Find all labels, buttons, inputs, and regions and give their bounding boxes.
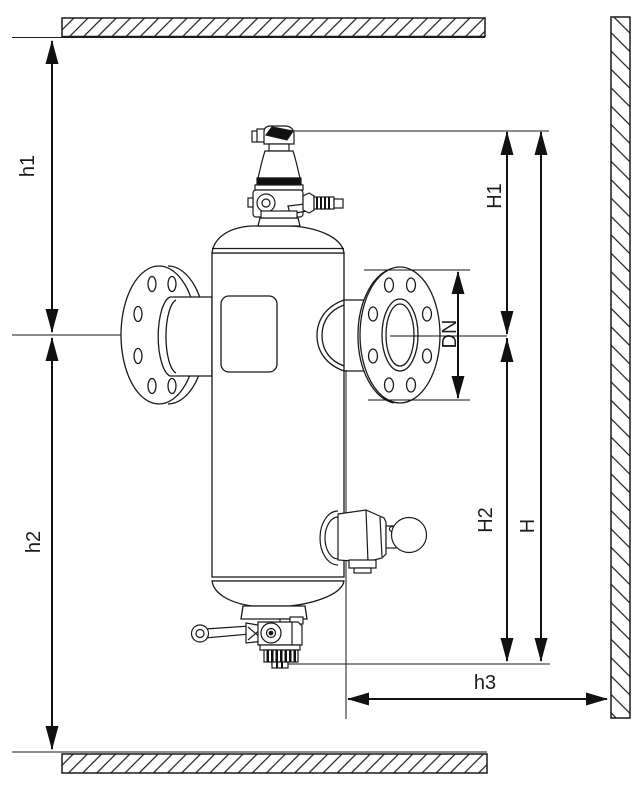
dimension-h1 [45, 40, 59, 333]
left-inlet-pipe [157, 296, 213, 377]
right-flange [357, 266, 441, 404]
vessel-body [211, 217, 345, 620]
dimension-h2-label: h2 [23, 531, 45, 553]
flange-bore [381, 298, 419, 372]
dimension-H [534, 131, 548, 662]
dimension-H1-label: H1 [484, 183, 506, 209]
vessel-top-neck [257, 217, 301, 227]
drain-ball-valve [190, 616, 304, 669]
lever-handle [204, 625, 251, 639]
vessel-bottom-dome [211, 580, 345, 607]
dimension-h1-label: h1 [17, 155, 39, 177]
vent-side-valve [287, 192, 344, 215]
wall-hatch [610, 16, 631, 719]
dimension-h3 [347, 692, 608, 706]
side-port-valve [319, 509, 428, 574]
dimension-h2 [45, 337, 59, 750]
dimension-H2-label: H2 [475, 507, 497, 533]
vent-cap-wedge [264, 126, 295, 141]
dimension-DN [451, 271, 465, 399]
ceiling-hatch [61, 17, 486, 38]
ball-knob [390, 516, 428, 554]
dimension-H1 [500, 131, 514, 335]
dimension-labels: h1 h2 H1 H2 H DN h3 [17, 155, 539, 694]
nameplate [220, 295, 278, 373]
vessel-bottom-collar [240, 605, 308, 620]
dimension-H2 [500, 338, 514, 662]
vent-float-body [257, 150, 301, 179]
dimension-lines [12, 40, 608, 750]
floor-hatch [61, 753, 488, 774]
sensor-body [337, 509, 387, 563]
air-vent-valve [247, 125, 344, 219]
right-outlet-nozzle [316, 299, 364, 372]
dimension-h3-label: h3 [474, 672, 496, 694]
dimension-H-label: H [517, 519, 539, 533]
dimension-DN-label: DN [439, 320, 461, 349]
